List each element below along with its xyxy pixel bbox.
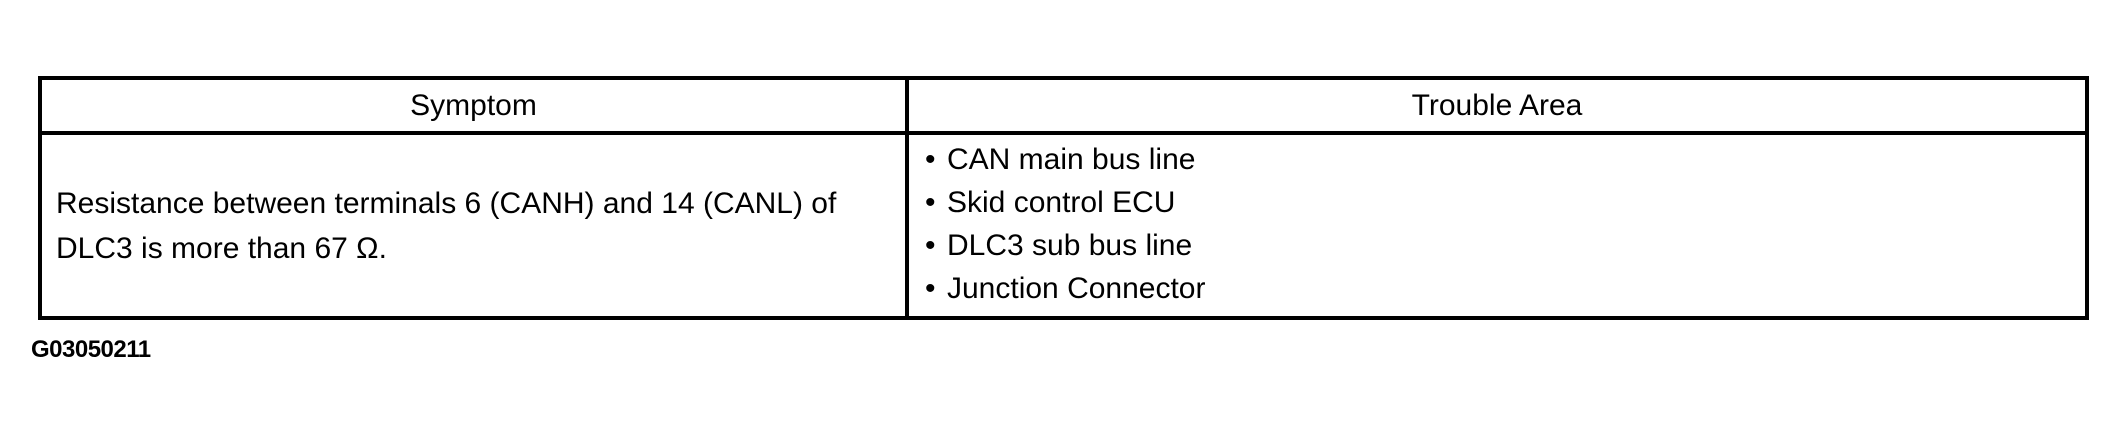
figure-code: G03050211 bbox=[31, 336, 151, 363]
column-header-symptom: Symptom bbox=[38, 76, 909, 135]
trouble-area-label: CAN main bus line bbox=[947, 143, 1196, 176]
bullet-icon: • bbox=[925, 186, 936, 219]
trouble-area-label: Junction Connector bbox=[947, 272, 1206, 305]
symptom-trouble-table: Symptom Trouble Area Resistance between … bbox=[38, 76, 2089, 320]
bullet-icon: • bbox=[925, 143, 936, 176]
trouble-area-item: • Skid control ECU bbox=[909, 181, 2077, 224]
trouble-area-label: DLC3 sub bus line bbox=[947, 229, 1193, 262]
trouble-area-list: • CAN main bus line • Skid control ECU • DLC3… bbox=[909, 138, 2077, 310]
bullet-icon: • bbox=[925, 229, 936, 262]
trouble-area-item: • DLC3 sub bus line bbox=[909, 224, 2077, 267]
trouble-area-cell: • CAN main bus line • Skid control ECU • DLC3… bbox=[905, 131, 2089, 320]
trouble-area-item: • Junction Connector bbox=[909, 267, 2077, 310]
bullet-icon: • bbox=[925, 272, 936, 305]
table-header-row: Symptom Trouble Area bbox=[38, 76, 2089, 135]
symptom-text: Resistance between terminals 6 (CANH) an… bbox=[56, 186, 837, 265]
trouble-area-label: Skid control ECU bbox=[947, 186, 1176, 219]
symptom-cell: Resistance between terminals 6 (CANH) an… bbox=[38, 131, 909, 320]
trouble-area-item: • CAN main bus line bbox=[909, 138, 2077, 181]
table-row: Resistance between terminals 6 (CANH) an… bbox=[38, 131, 2089, 320]
column-header-trouble-area: Trouble Area bbox=[905, 76, 2089, 135]
